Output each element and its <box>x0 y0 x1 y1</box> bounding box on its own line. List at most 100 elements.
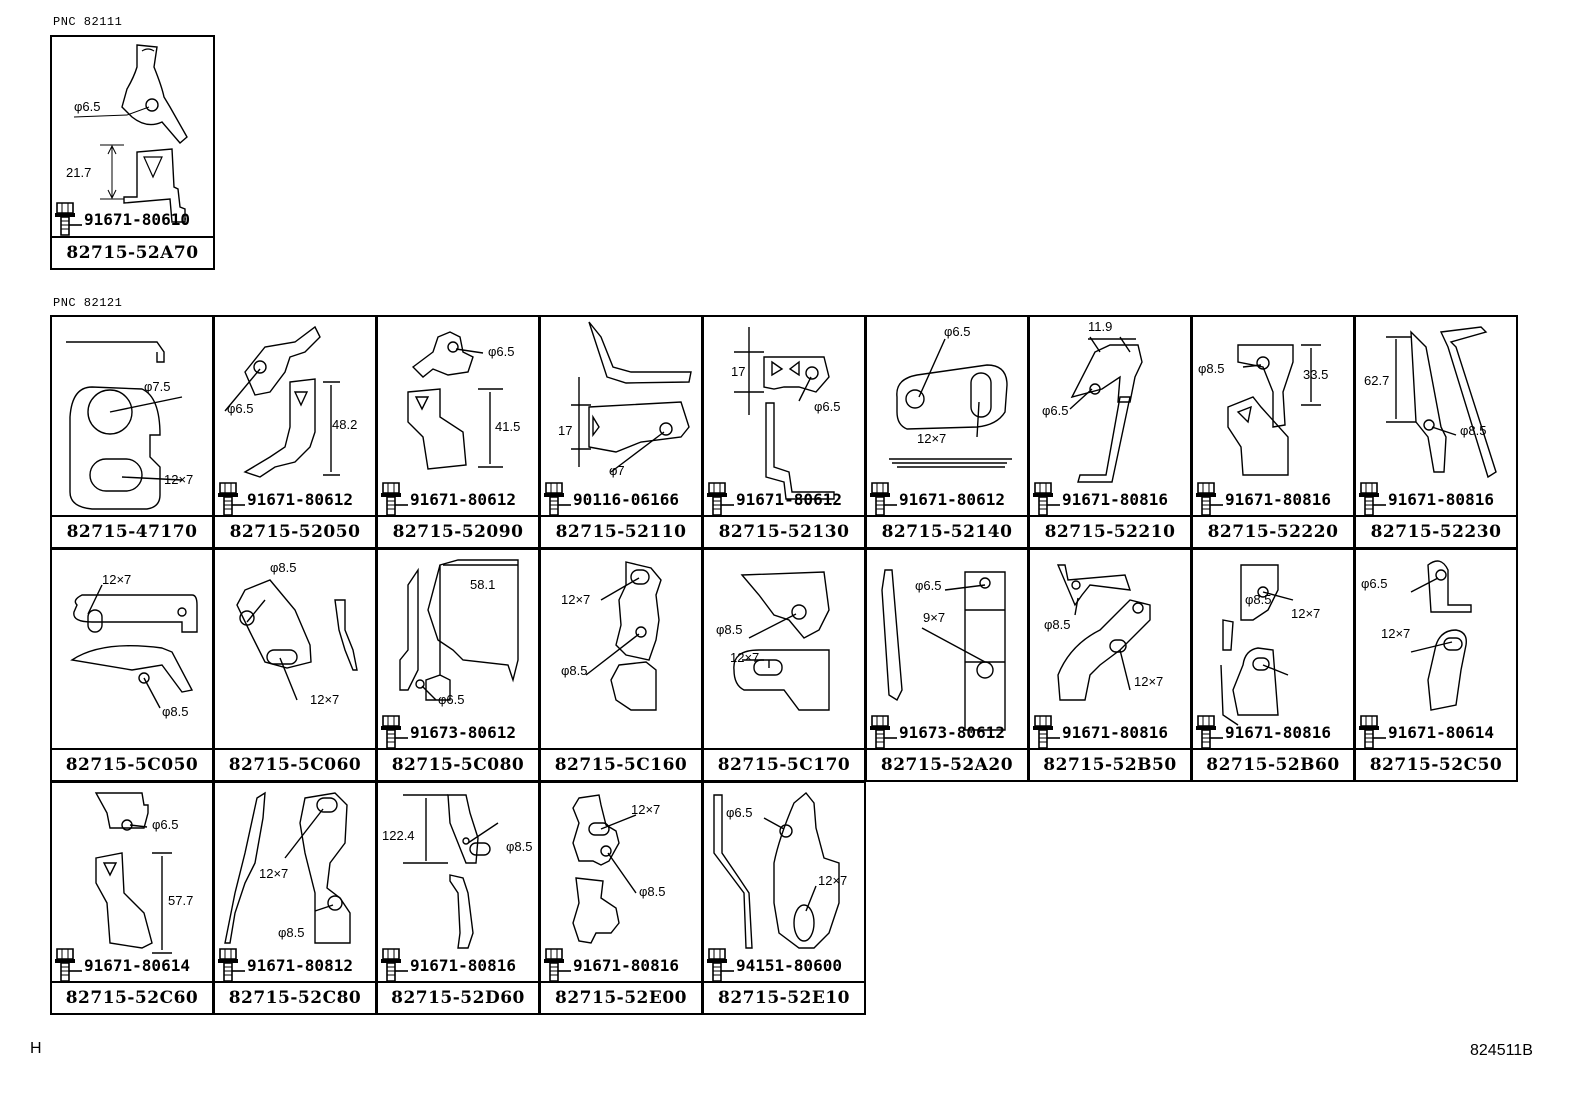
dimension-label: φ8.5 <box>1460 423 1487 438</box>
bolt-callout: 91671-80816 <box>380 947 516 983</box>
bolt-icon <box>544 481 571 517</box>
bracket-drawing <box>215 550 375 748</box>
dimension-label: φ8.5 <box>1245 592 1272 607</box>
bolt-icon <box>544 947 571 983</box>
dimension-label: 12×7 <box>164 472 194 487</box>
dimension-label: 12×7 <box>102 572 132 587</box>
bolt-icon <box>218 481 245 517</box>
bolt-icon <box>1196 481 1223 517</box>
bolt-callout: 91671-80612 <box>380 481 516 517</box>
bracket-drawing <box>1356 550 1516 748</box>
part-cell-82715-52A70[interactable]: φ6.5 21.7 91671-80610 82715-52A70 <box>50 35 215 270</box>
part-number: 82715-52E00 <box>541 981 701 1013</box>
part-cell[interactable]: φ8.5 12×7 91671-80816 82715-52B60 <box>1191 548 1355 782</box>
dimension-label: φ6.5 <box>726 805 753 820</box>
bolt-part-number: 91671-80614 <box>84 955 190 975</box>
bolt-part-number: 94151-80600 <box>736 955 842 975</box>
bolt-callout: 91671-80816 <box>1358 481 1494 517</box>
bolt-callout: 91671-80816 <box>1032 481 1168 517</box>
bolt-callout: 91673-80612 <box>380 714 516 750</box>
dimension-label: 12×7 <box>818 873 848 888</box>
dimension-label: 12×7 <box>1291 606 1321 621</box>
bolt-part-number: 91671-80816 <box>1225 722 1331 742</box>
bolt-part-number: 91671-80612 <box>247 489 353 509</box>
part-number: 82715-52110 <box>541 515 701 547</box>
bolt-icon <box>707 947 734 983</box>
bolt-part-number: 90116-06166 <box>573 489 679 509</box>
dimension-label: φ6.5 <box>1042 403 1069 418</box>
dim-hole: φ6.5 <box>74 99 101 114</box>
part-cell[interactable]: 17 φ7 90116-06166 82715-52110 <box>539 315 703 549</box>
bracket-drawing <box>52 783 212 981</box>
pnc-label-82121: PNC 82121 <box>53 296 123 310</box>
dimension-label: 17 <box>731 364 746 379</box>
dimension-label: φ8.5 <box>639 884 666 899</box>
bracket-drawing <box>541 550 701 748</box>
bracket-drawing <box>52 550 212 748</box>
bolt-icon <box>1033 714 1060 750</box>
bolt-part-number: 91671-80816 <box>573 955 679 975</box>
bolt-icon <box>870 481 897 517</box>
dimension-label: φ6.5 <box>438 692 465 707</box>
part-number: 82715-52B50 <box>1030 748 1190 780</box>
part-number: 82715-52A70 <box>52 236 213 268</box>
bolt-callout: 91671-80612 <box>217 481 353 517</box>
bolt-callout: 91671-80612 <box>869 481 1005 517</box>
bolt-part-number: 91671-80816 <box>410 955 516 975</box>
part-number: 82715-52D60 <box>378 981 538 1013</box>
bolt-part-number: 91671-80812 <box>247 955 353 975</box>
bolt-part-number: 91671-80614 <box>1388 722 1494 742</box>
part-number: 82715-52C50 <box>1356 748 1516 780</box>
part-number: 82715-5C050 <box>52 748 212 780</box>
bracket-drawing <box>541 783 701 981</box>
dimension-label: φ6.5 <box>488 344 515 359</box>
part-number: 82715-5C160 <box>541 748 701 780</box>
bolt-callout: 90116-06166 <box>543 481 679 517</box>
bolt-part-number: 91671-80816 <box>1062 489 1168 509</box>
part-number: 82715-52210 <box>1030 515 1190 547</box>
bolt-callout: 91671-80816 <box>1195 714 1331 750</box>
bracket-drawing <box>704 550 864 748</box>
bolt-callout: 91671-80614 <box>54 947 190 983</box>
part-number: 82715-52B60 <box>1193 748 1353 780</box>
bracket-drawing <box>1193 317 1353 515</box>
part-number: 82715-52A20 <box>867 748 1027 780</box>
dimension-label: 58.1 <box>470 577 496 592</box>
bracket-drawing <box>378 317 538 515</box>
dimension-label: φ7 <box>609 463 625 478</box>
dimension-label: φ6.5 <box>227 401 254 416</box>
dimension-label: 17 <box>558 423 573 438</box>
bolt-icon <box>381 714 408 750</box>
part-number: 82715-47170 <box>52 515 212 547</box>
dimension-label: φ8.5 <box>716 622 743 637</box>
dimension-label: 12×7 <box>561 592 591 607</box>
bracket-drawing <box>215 317 375 515</box>
dimension-label: φ6.5 <box>814 399 841 414</box>
part-number: 82715-52220 <box>1193 515 1353 547</box>
bracket-drawing <box>867 317 1027 515</box>
bracket-drawing <box>52 317 212 515</box>
bolt-part-number: 91673-80612 <box>410 722 516 742</box>
bracket-drawing <box>378 783 538 981</box>
